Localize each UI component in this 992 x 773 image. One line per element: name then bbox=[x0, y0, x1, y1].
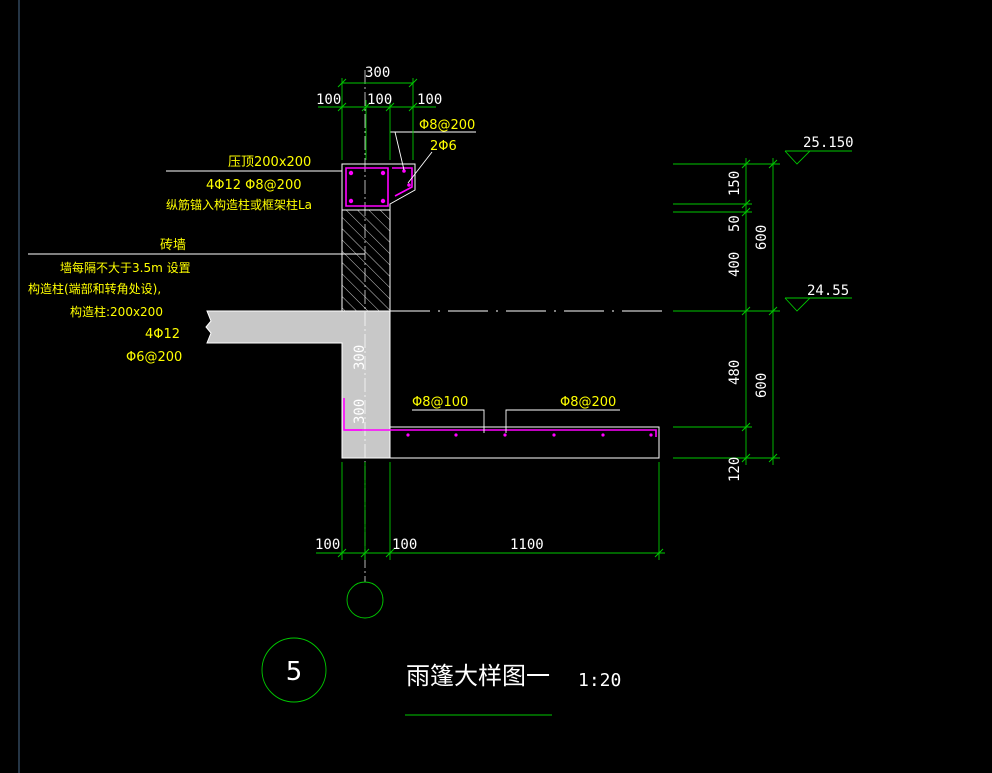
label-beam-title: 压顶200x200 bbox=[228, 155, 311, 170]
coping-beam bbox=[341, 163, 416, 211]
dim-top-total: 300 bbox=[365, 65, 390, 81]
label-wall-title: 砖墙 bbox=[160, 238, 186, 253]
slab-top-bar bbox=[343, 398, 657, 437]
concrete-section bbox=[205, 70, 660, 582]
floor-slab bbox=[205, 310, 391, 459]
dimension-texts: 300 100 100 100 100 100 1100 150 50 400 … bbox=[315, 65, 854, 553]
dim-right-50: 50 bbox=[727, 215, 743, 232]
title-text: 雨篷大样图一 bbox=[406, 662, 550, 690]
rebar-dots bbox=[348, 169, 653, 437]
dim-right-120: 120 bbox=[727, 457, 743, 482]
dim-vert-300-a: 300 bbox=[352, 345, 368, 370]
label-slab-rebar-left: Φ8@100 bbox=[412, 395, 468, 410]
label-wall-rebar1: 4Φ12 bbox=[145, 327, 180, 342]
leader-lines bbox=[28, 131, 668, 433]
dim-bottom-c: 1100 bbox=[510, 537, 544, 553]
title-block: 5 雨篷大样图一 1:20 bbox=[286, 657, 622, 691]
dim-vert-300-b: 300 bbox=[352, 399, 368, 424]
label-rebar-2phi6: 2Φ6 bbox=[430, 139, 457, 154]
elevation-top: 25.150 bbox=[803, 135, 854, 151]
label-beam-rebar: 4Φ12 Φ8@200 bbox=[206, 178, 302, 193]
elevation-mid: 24.55 bbox=[807, 283, 849, 299]
dimension-ticks bbox=[337, 78, 778, 558]
dim-right-480: 480 bbox=[727, 360, 743, 385]
label-wall-note2: 构造柱(端部和转角处设), bbox=[28, 281, 161, 296]
canopy-slab bbox=[389, 426, 660, 459]
dim-right-600-bottom: 600 bbox=[754, 373, 770, 398]
beam-stirrup bbox=[345, 167, 389, 207]
label-wall-rebar2: Φ6@200 bbox=[126, 350, 182, 365]
dim-top-a: 100 bbox=[316, 92, 341, 108]
label-wall-note3: 构造柱:200x200 bbox=[70, 304, 163, 319]
annotation-texts: Φ8@200 2Φ6 压顶200x200 4Φ12 Φ8@200 纵筋锚入构造柱… bbox=[28, 118, 616, 410]
dim-right-150: 150 bbox=[727, 171, 743, 196]
label-slab-rebar-right: Φ8@200 bbox=[560, 395, 616, 410]
label-rebar-top-right: Φ8@200 bbox=[419, 118, 475, 133]
dim-right-400: 400 bbox=[727, 252, 743, 277]
title-scale: 1:20 bbox=[578, 670, 621, 691]
dim-top-b: 100 bbox=[367, 92, 392, 108]
label-wall-note1: 墙每隔不大于3.5m 设置 bbox=[60, 260, 191, 275]
dim-bottom-a: 100 bbox=[315, 537, 340, 553]
dim-bottom-b: 100 bbox=[392, 537, 417, 553]
brick-wall bbox=[341, 209, 391, 312]
dim-top-c: 100 bbox=[417, 92, 442, 108]
title-number: 5 bbox=[286, 657, 303, 687]
label-beam-note: 纵筋锚入构造柱或框架柱La bbox=[166, 197, 312, 212]
dim-right-600-top: 600 bbox=[754, 225, 770, 250]
